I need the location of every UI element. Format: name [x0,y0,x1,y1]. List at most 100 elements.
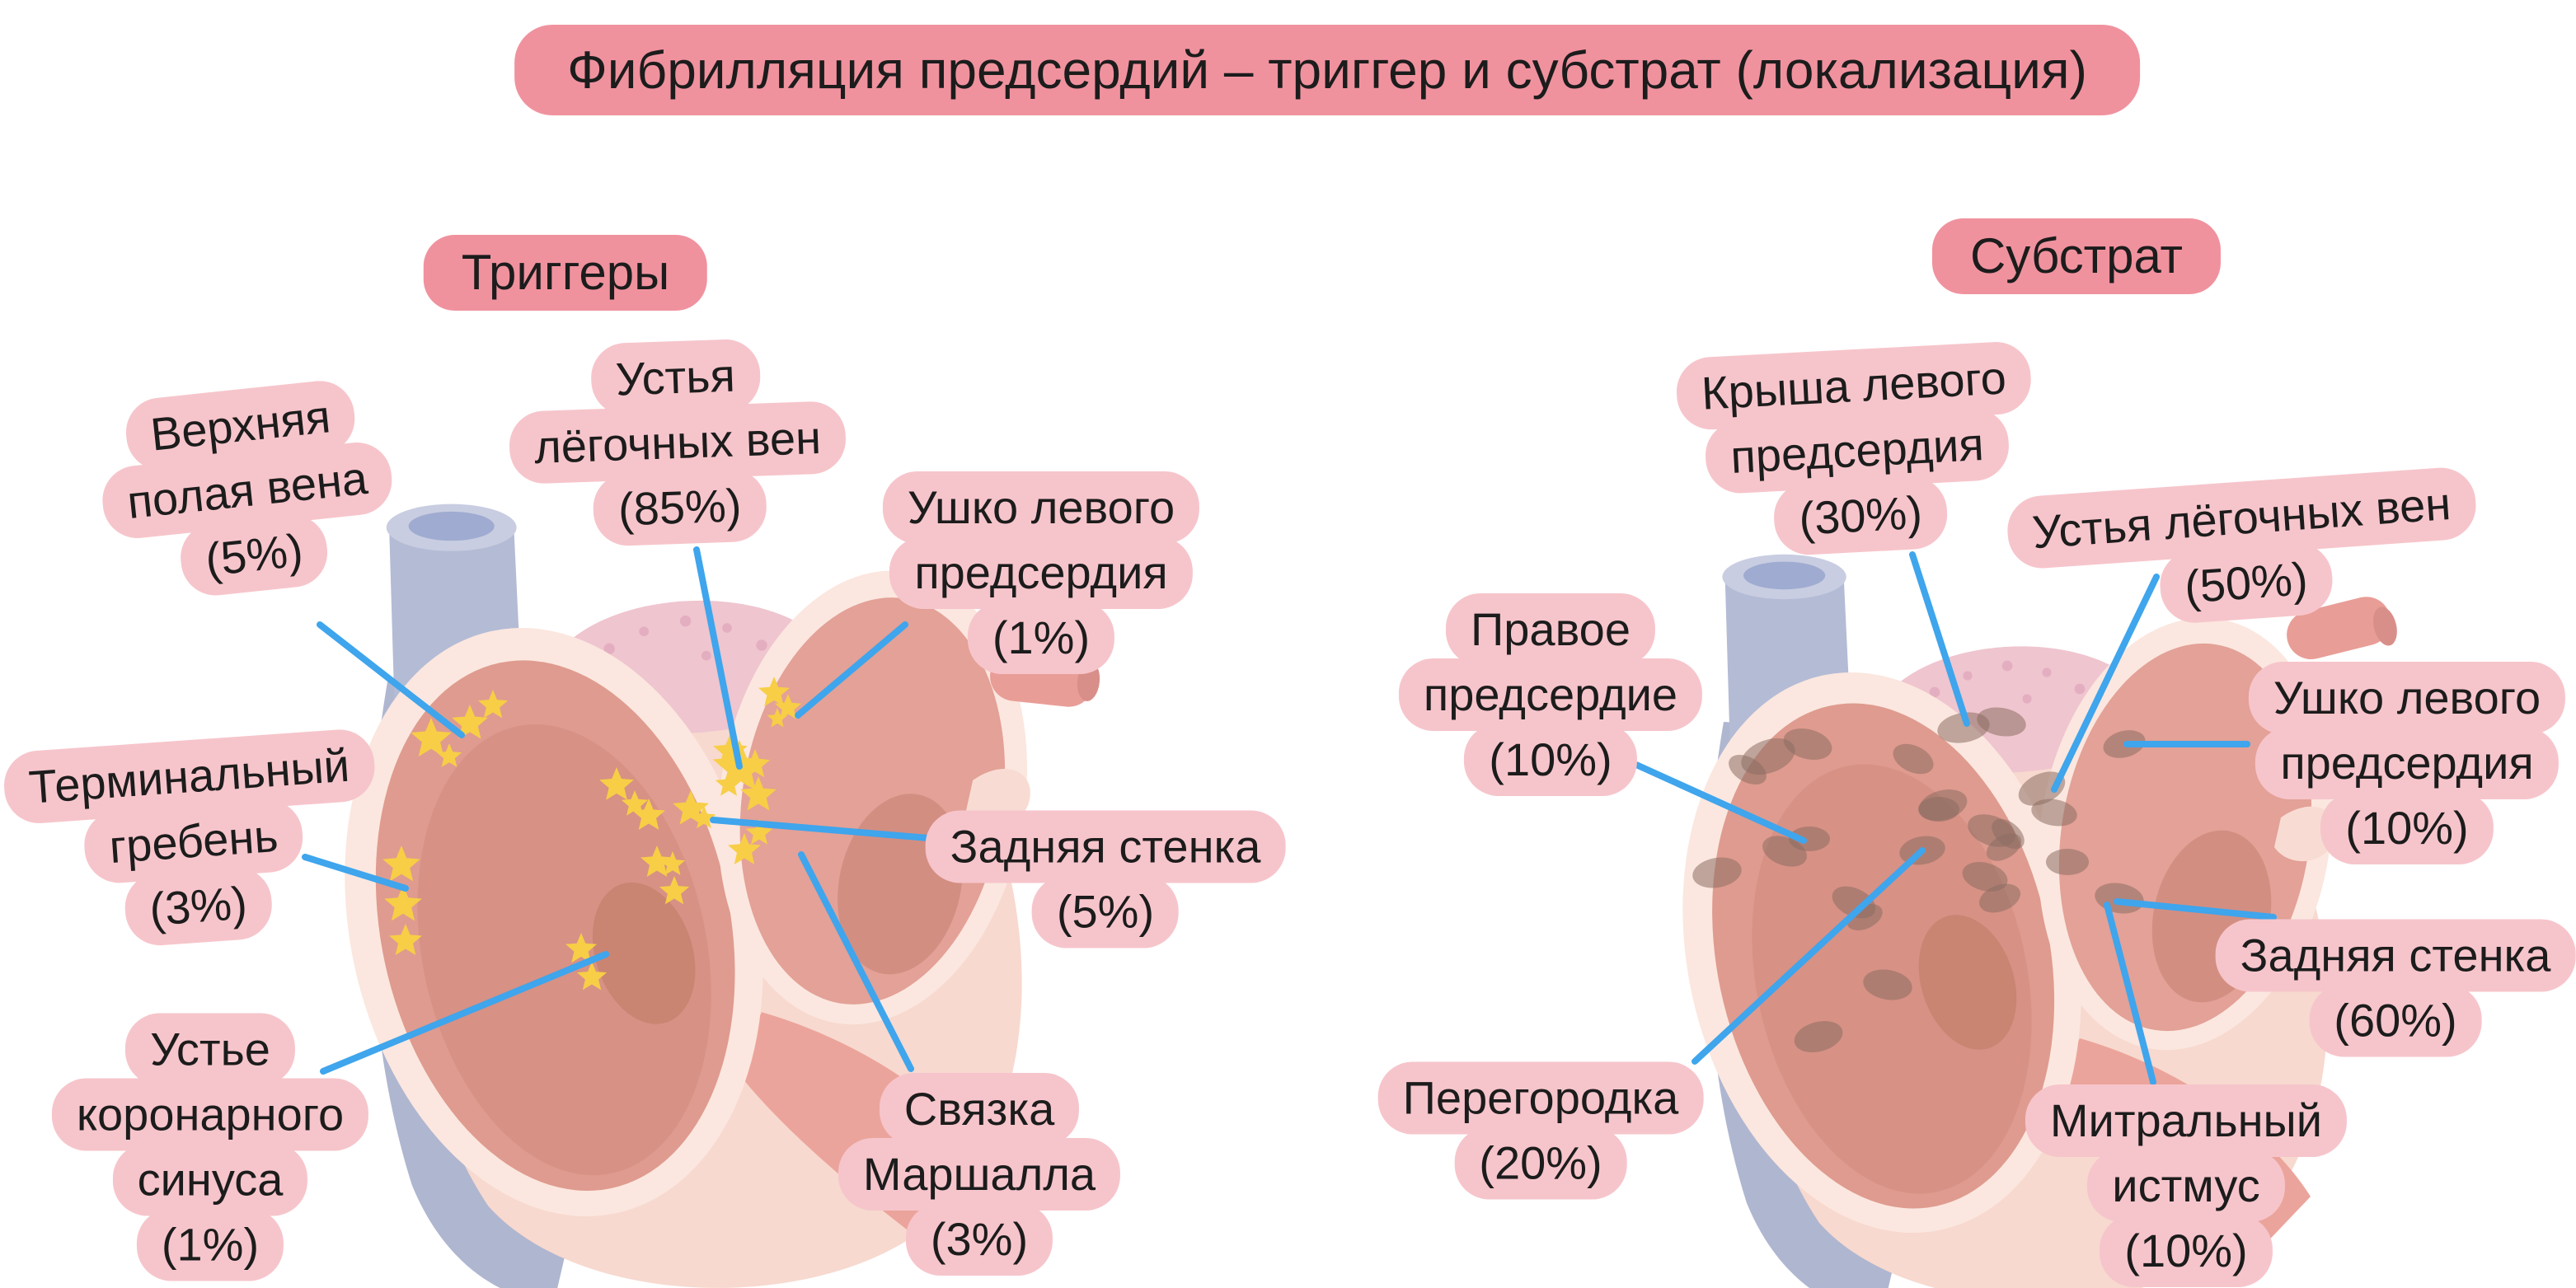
label-trigger-crista-terminalis: Терминальный гребень (3%) [2,727,386,956]
label-line: Перегородка [1377,1061,1704,1135]
leader-lines [302,546,2277,1085]
leader-line [317,621,465,738]
label-line: предсердия [2255,727,2559,799]
trigger-star-marker [728,833,761,864]
label-line: Ушко левого [2248,662,2566,734]
trigger-star-marker [640,845,673,877]
label-line: (3%) [122,864,274,948]
trigger-star-marker [632,799,665,830]
label-substrate-mitral-isthmus: Митральный истмус (10%) [2025,1084,2348,1287]
label-line: Связка [879,1073,1080,1145]
substrate-fibrosis-marker [1918,797,1959,822]
label-line: (10%) [2100,1215,2273,1287]
substrate-fibrosis-marker [1937,712,1990,743]
trigger-star-marker [621,790,649,816]
page-title: Фибрилляция предсердий – триггер и субст… [514,25,2140,115]
trigger-star-marker [576,962,608,991]
label-trigger-left-atrial-appendage: Ушко левого предсердия (1%) [882,471,1200,674]
label-line: Маршалла [838,1138,1121,1211]
trigger-star-marker [767,708,788,728]
substrate-fibrosis-marker [2095,883,2144,914]
label-line: (10%) [2320,792,2494,864]
section-header-triggers: Триггеры [423,235,708,311]
label-line: предсердие [1398,658,1703,731]
substrate-fibrosis-marker [1794,1020,1843,1053]
label-line: (20%) [1454,1126,1627,1200]
section-header-triggers-text: Триггеры [461,245,670,300]
leader-line [2114,898,2277,920]
trigger-star-marker [599,767,634,800]
label-substrate-septum: Перегородка (20%) [1377,1061,1704,1200]
page-title-text: Фибрилляция предсердий – триггер и субст… [567,40,2087,100]
leader-line [1909,551,1970,727]
substrate-fibrosis-marker [1978,883,2021,913]
leader-line [2104,902,2156,1085]
label-substrate-left-atrial-roof: Крыша левого предсердия (30%) [1674,340,2039,561]
label-line: Устье [125,1013,295,1086]
label-line: Ушко левого [882,471,1200,544]
substrate-fibrosis-marker [2046,849,2089,875]
label-trigger-ligament-of-marshall: Связка Маршалла (3%) [838,1073,1121,1276]
substrate-fibrosis-marker [1977,707,2026,737]
leader-line [320,951,609,1075]
label-line: (85%) [592,468,767,547]
label-line: Митральный [2025,1084,2348,1157]
label-line: истмус [2087,1150,2285,1222]
label-line: коронарного [51,1078,369,1151]
label-line: Задняя стенка [2215,919,2576,992]
substrate-fibrosis-marker [1962,862,2008,892]
section-header-substrate: Субстрат [1931,218,2222,294]
label-line: Задняя стенка [925,810,1286,883]
leader-line [302,854,409,892]
label-substrate-right-atrium: Правое предсердие (10%) [1398,593,1703,796]
label-line: (3%) [905,1203,1053,1276]
label-line: (10%) [1464,724,1637,796]
substrate-fibrosis-marker [1783,728,1832,761]
label-trigger-pulmonary-vein-ostia: Устья лёгочных вен (85%) [506,335,849,550]
trigger-star-marker [659,876,690,905]
label-line: Правое [1446,593,1655,666]
location-markers [382,677,2146,1053]
label-line: предсердия [889,536,1193,609]
trigger-star-marker [436,743,462,767]
leader-line [1633,761,1807,844]
label-line: (30%) [1772,475,1949,557]
trigger-star-marker [411,718,452,756]
label-line: (1%) [967,602,1115,674]
label-trigger-superior-vena-cava: Верхняя полая вена (5%) [92,374,402,606]
substrate-fibrosis-marker [1986,833,2022,861]
trigger-star-marker [774,694,802,719]
leader-line [798,851,914,1072]
label-trigger-coronary-sinus-ostium: Устье коронарного синуса (1%) [51,1013,369,1281]
substrate-fibrosis-marker [1692,857,1742,888]
trigger-star-marker [565,933,597,963]
label-trigger-posterior-wall: Задняя стенка (5%) [925,810,1286,948]
substrate-fibrosis-marker [2018,771,2066,806]
trigger-star-marker [659,851,686,875]
label-line: синуса [112,1143,308,1216]
trigger-star-marker [692,806,716,829]
trigger-star-marker [382,845,420,882]
section-header-substrate-text: Субстрат [1969,228,2184,283]
leader-line [1692,847,1926,1065]
substrate-fibrosis-marker [1789,827,1830,851]
leader-line [2051,574,2160,793]
label-line: (5%) [1031,875,1180,948]
trigger-star-marker [384,885,422,921]
trigger-star-marker [745,819,773,845]
label-line: (1%) [136,1208,284,1281]
substrate-fibrosis-marker [1729,754,1767,785]
trigger-star-marker [758,677,790,707]
leader-line [693,546,743,770]
label-line: (50%) [2157,541,2335,625]
label-substrate-left-atrial-appendage: Ушко левого предсердия (10%) [2248,662,2566,864]
leader-line [795,621,908,719]
substrate-fibrosis-marker [1863,969,1912,1000]
trigger-star-marker [740,776,777,811]
trigger-star-marker [389,924,422,955]
trigger-star-marker [477,690,509,719]
leader-line [710,817,941,842]
label-line: (60%) [2309,984,2482,1057]
